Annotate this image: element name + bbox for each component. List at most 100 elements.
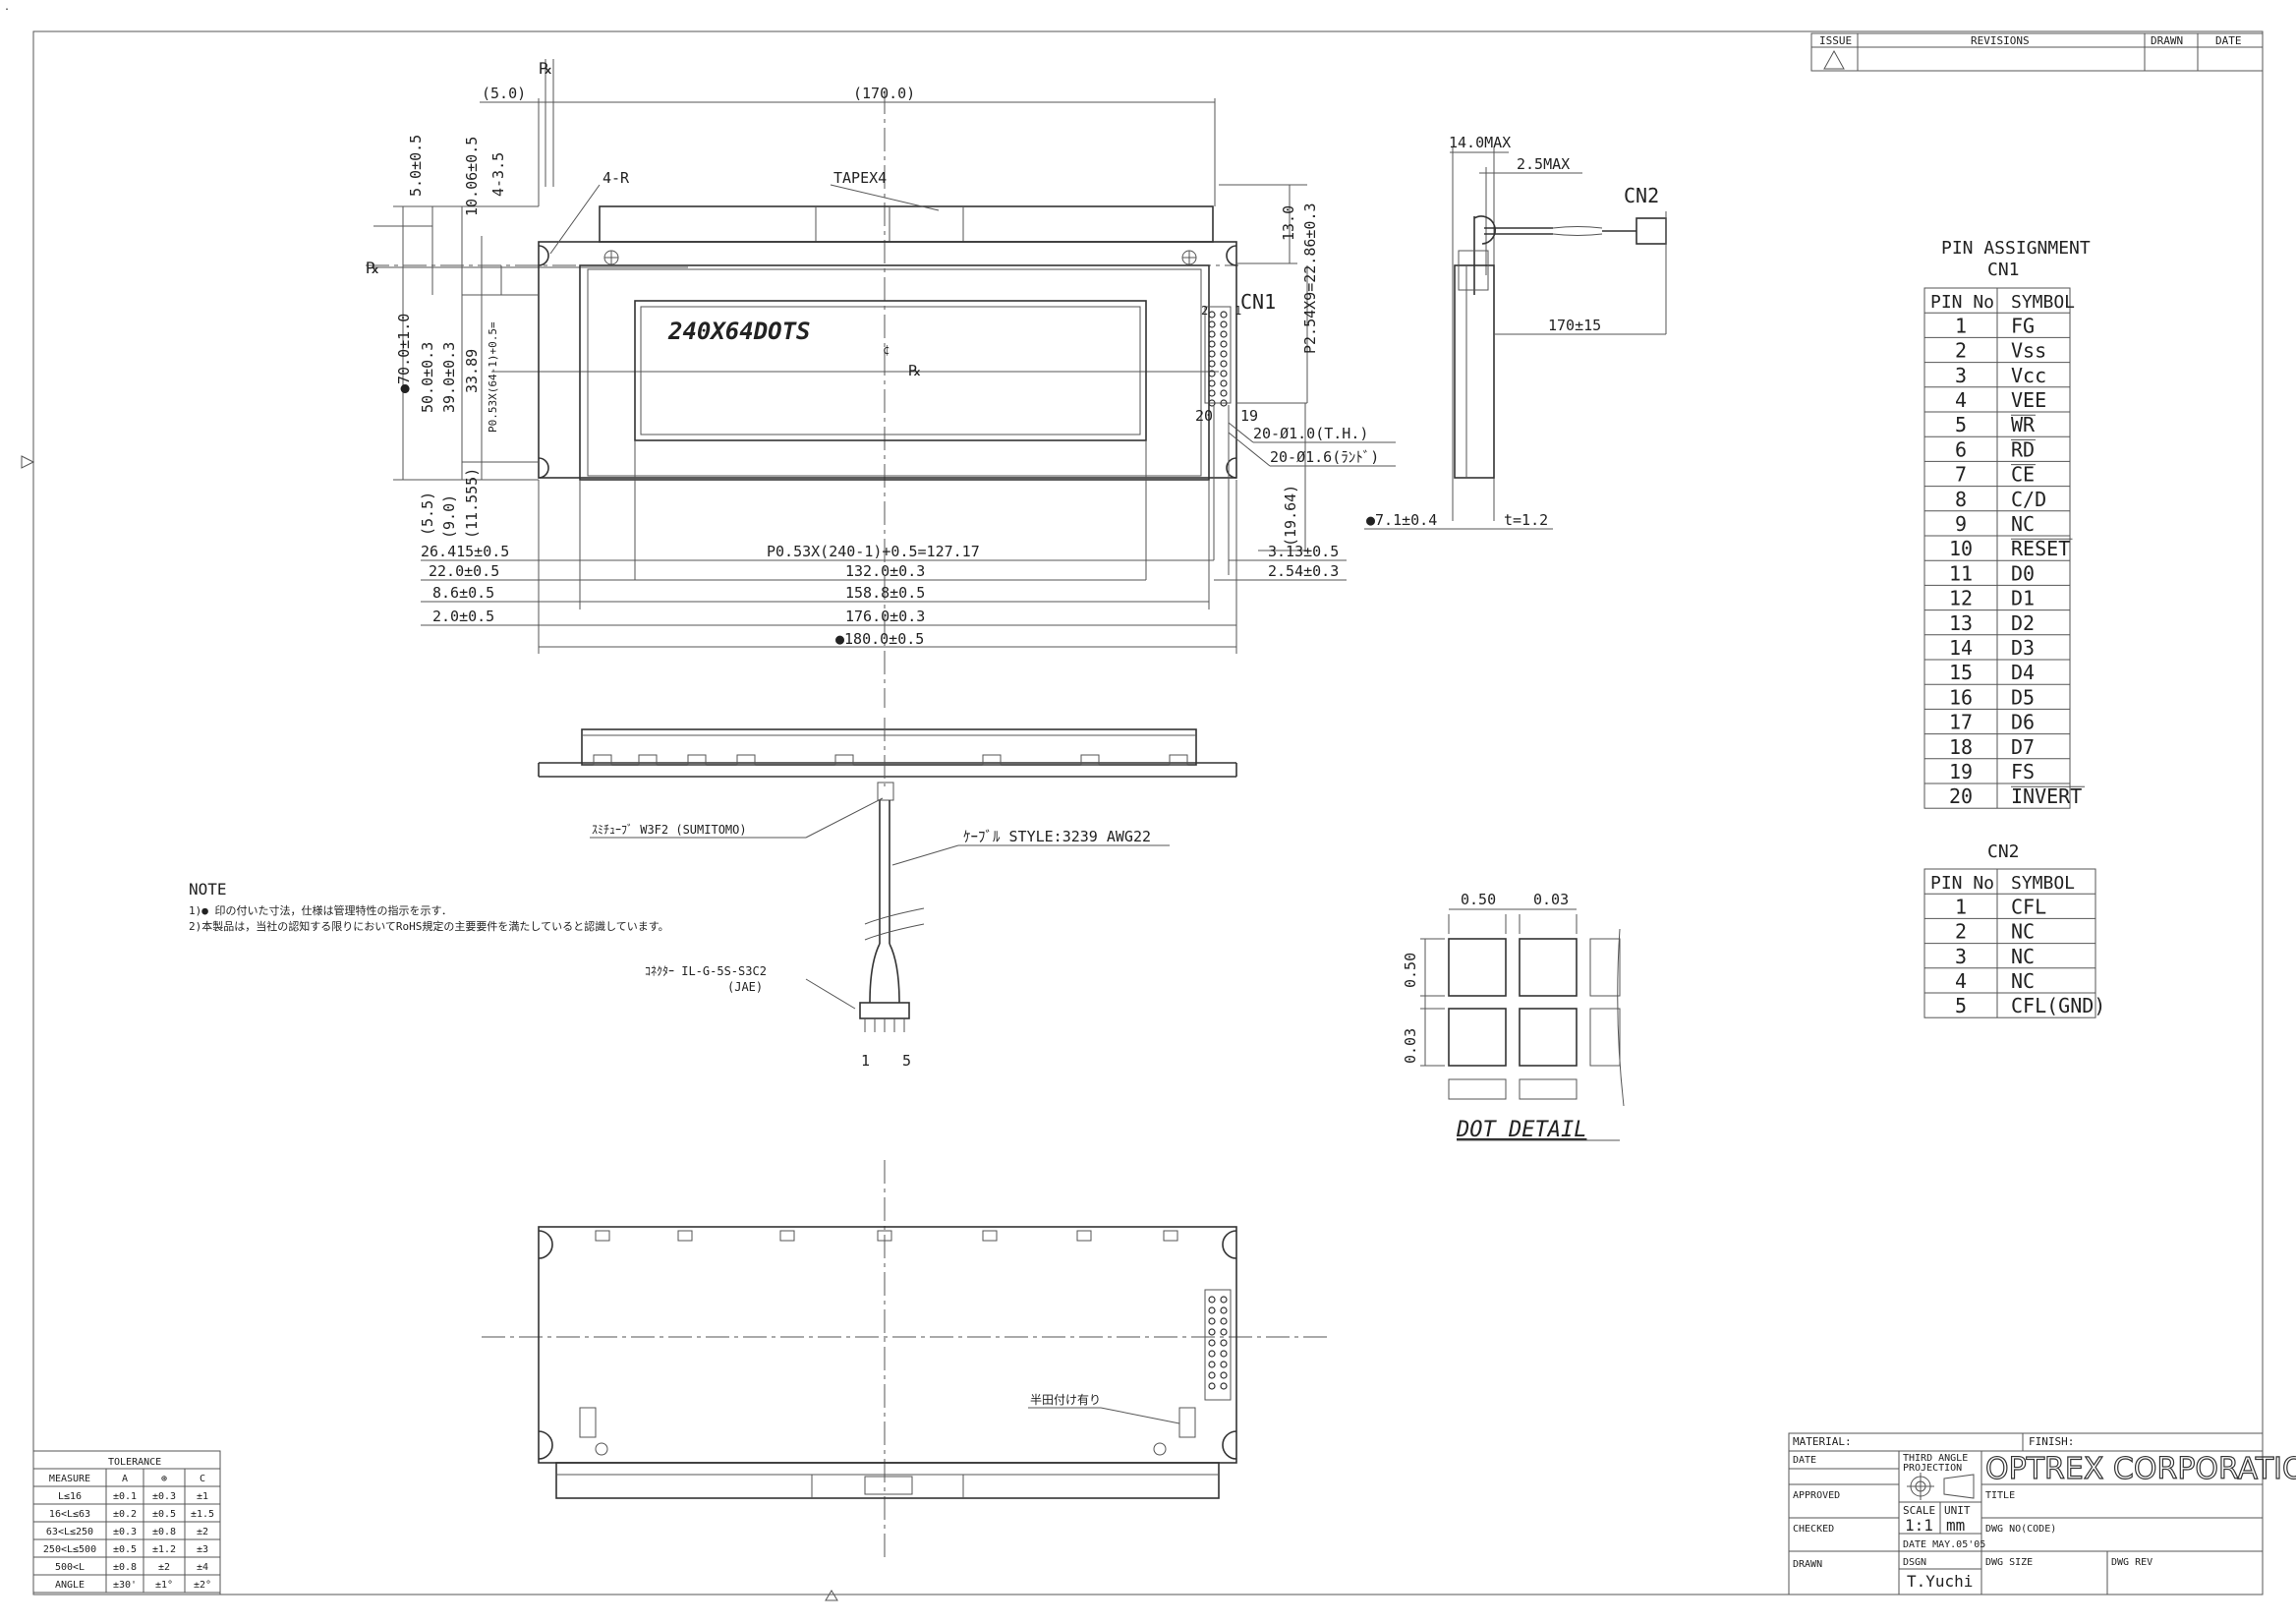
cable-view: ｽﾐﾁｭｰﾌﾞ W3F2 (SUMITOMO) ｹｰﾌﾞﾙ STYLE:3239… <box>538 718 1237 1070</box>
cn1-pin-no: 14 <box>1949 636 1973 660</box>
tolerance-cell: 16<L≤63 <box>49 1509 90 1520</box>
tb-scale: SCALE <box>1903 1504 1935 1517</box>
cn1-pin-symbol: Vcc <box>2011 364 2046 387</box>
cn1-pin-symbol: FG <box>2011 314 2035 337</box>
tolerance-cell: ±0.2 <box>113 1509 137 1520</box>
centerline-left-label: ℞ <box>366 259 379 277</box>
dim-3-13: 3.13±0.5 <box>1268 543 1339 560</box>
cn2-header-pin-no: PIN No <box>1930 873 1994 894</box>
tolerance-title: TOLERANCE <box>108 1457 161 1468</box>
rev-drawn-header: DRAWN <box>2151 34 2183 47</box>
tb-dwg-rev: DWG REV <box>2111 1557 2152 1568</box>
cn2-pin-symbol: NC <box>2011 920 2035 944</box>
dim-19-64: (19.64) <box>1282 485 1299 547</box>
dot-detail: 0.50 0.03 0.50 0.03 DOT DETAIL <box>1402 891 1625 1142</box>
dim-tapex4: TAPEX4 <box>833 169 887 187</box>
cn1-pin-no: 3 <box>1955 364 1967 387</box>
cn1-pin-no: 5 <box>1955 413 1967 436</box>
tb-material: MATERIAL: <box>1793 1435 1852 1448</box>
tolerance-cell: ±0.8 <box>113 1562 137 1573</box>
dim-t-1-2: t=1.2 <box>1504 511 1548 529</box>
tolerance-cell: ±1.5 <box>191 1509 214 1520</box>
cn1-pin-no: 7 <box>1955 463 1967 487</box>
cn1-pin20-label: 20 <box>1195 407 1213 425</box>
dim-5-0: (5.0) <box>482 85 526 102</box>
tolerance-cell: ±1.2 <box>152 1544 176 1555</box>
cn1-pin-symbol: NC <box>2011 512 2035 536</box>
hole-land-label: 20-Ø1.6(ﾗﾝﾄﾞ) <box>1270 448 1379 466</box>
cn1-pin-symbol: INVERT <box>2011 784 2082 808</box>
tb-dwg-no: DWG NO(CODE) <box>1985 1524 2056 1535</box>
dim-14max: 14.0MAX <box>1449 134 1511 151</box>
cn1-pin-no: 17 <box>1949 711 1973 734</box>
tb-unit-value: mm <box>1946 1516 1965 1535</box>
tolerance-cell: ±2 <box>197 1527 208 1537</box>
centerline-label: ℞ <box>908 362 921 379</box>
tb-dsgn: DSGN <box>1903 1557 1926 1568</box>
dim-2-5max: 2.5MAX <box>1517 155 1570 173</box>
cn1-pin-no: 8 <box>1955 488 1967 511</box>
cn1-pin-symbol: D1 <box>2011 587 2035 610</box>
tolerance-cell: 63<L≤250 <box>46 1527 93 1537</box>
revision-triangle-icon <box>1823 49 1845 70</box>
tb-approved: APPROVED <box>1793 1490 1840 1501</box>
solder-note: 半田付け有り <box>1030 1393 1101 1407</box>
cn2-header-symbol: SYMBOL <box>2011 873 2075 894</box>
center-mark-bottom <box>825 1590 838 1601</box>
tolerance-cell: L≤16 <box>58 1491 82 1502</box>
cn1-label: CN1 <box>1240 290 1276 314</box>
rev-issue-header: ISSUE <box>1819 34 1852 47</box>
cable-label: ｹｰﾌﾞﾙ STYLE:3239 AWG22 <box>963 828 1151 845</box>
cn1-pin-no: 4 <box>1955 388 1967 412</box>
cn1-pin-no: 19 <box>1949 760 1973 783</box>
sheet-border <box>32 30 2264 1595</box>
cn1-pin-no: 6 <box>1955 437 1967 461</box>
notes: NOTE 1)● 印の付いた寸法，仕様は管理特性の指示を示す． 2)本製品は，当… <box>189 880 669 933</box>
tb-designer: T.Yuchi <box>1907 1572 1973 1591</box>
display-dots-label: 240X64DOTS <box>667 318 811 345</box>
connector-label-1: ｺﾈｸﾀｰ IL-G-5S-S3C2 <box>645 964 767 978</box>
cn2-pin-symbol: NC <box>2011 969 2035 993</box>
dim-8-6: 8.6±0.5 <box>432 584 494 602</box>
dim-158-8: 158.8±0.5 <box>845 584 925 602</box>
cn1-pin-no: 11 <box>1949 561 1973 585</box>
connector-pin5-label: 5 <box>902 1052 911 1070</box>
dim-170: (170.0) <box>853 85 915 102</box>
tolerance-cell: ±0.5 <box>152 1509 176 1520</box>
cn2-pin-symbol: CFL(GND) <box>2011 994 2105 1017</box>
dim-13-0: 13.0 <box>1280 205 1297 241</box>
dim-22: 22.0±0.5 <box>429 562 499 580</box>
rev-revisions-header: REVISIONS <box>1971 34 2030 47</box>
note-title: NOTE <box>189 880 227 899</box>
dot-detail-title: DOT DETAIL <box>1456 1118 1586 1142</box>
cn1-pin-symbol: RD <box>2011 437 2035 461</box>
cn1-pin-no: 12 <box>1949 587 1973 610</box>
tb-finish: FINISH: <box>2029 1435 2074 1448</box>
dim-176: 176.0±0.3 <box>845 608 925 625</box>
revision-block: ISSUE REVISIONS DRAWN DATE <box>1810 32 2264 72</box>
dim-70: ●70.0±1.0 <box>395 314 413 393</box>
projection-symbol-icon <box>1907 1473 1975 1500</box>
cn1-pin-symbol: D2 <box>2011 611 2035 635</box>
tolerance-cell: ±4 <box>197 1562 208 1573</box>
tolerance-cell: ±2 <box>158 1562 170 1573</box>
tb-title: TITLE <box>1985 1490 2015 1501</box>
cn1-pin-no: 20 <box>1949 784 1973 808</box>
tb-checked: CHECKED <box>1793 1524 1834 1535</box>
tolerance-cell: ANGLE <box>55 1580 85 1591</box>
cn1-pin-no: 9 <box>1955 512 1967 536</box>
rear-view: 半田付け有り <box>482 1160 1327 1558</box>
front-view: 240X64DOTS ¢ ℞ 2 1 20 19 CN1 20-Ø1.0(T.H… <box>366 59 1396 708</box>
cn1-pin-no: 2 <box>1955 339 1967 363</box>
cn1-pin-no: 13 <box>1949 611 1973 635</box>
tolerance-cell: ±0.3 <box>152 1491 176 1502</box>
cn2-pin-symbol: CFL <box>2011 895 2046 918</box>
dim-5-0-pm: 5.0±0.5 <box>407 135 425 197</box>
tolerance-cell: ±2° <box>194 1580 211 1591</box>
dim-4-r: 4-R <box>603 169 630 187</box>
dim-50: 50.0±0.3 <box>419 342 436 413</box>
cn1-pin-symbol: VEE <box>2011 388 2046 412</box>
dim-180: ●180.0±0.5 <box>835 630 924 648</box>
dim-33-89: 33.89 <box>463 349 481 393</box>
